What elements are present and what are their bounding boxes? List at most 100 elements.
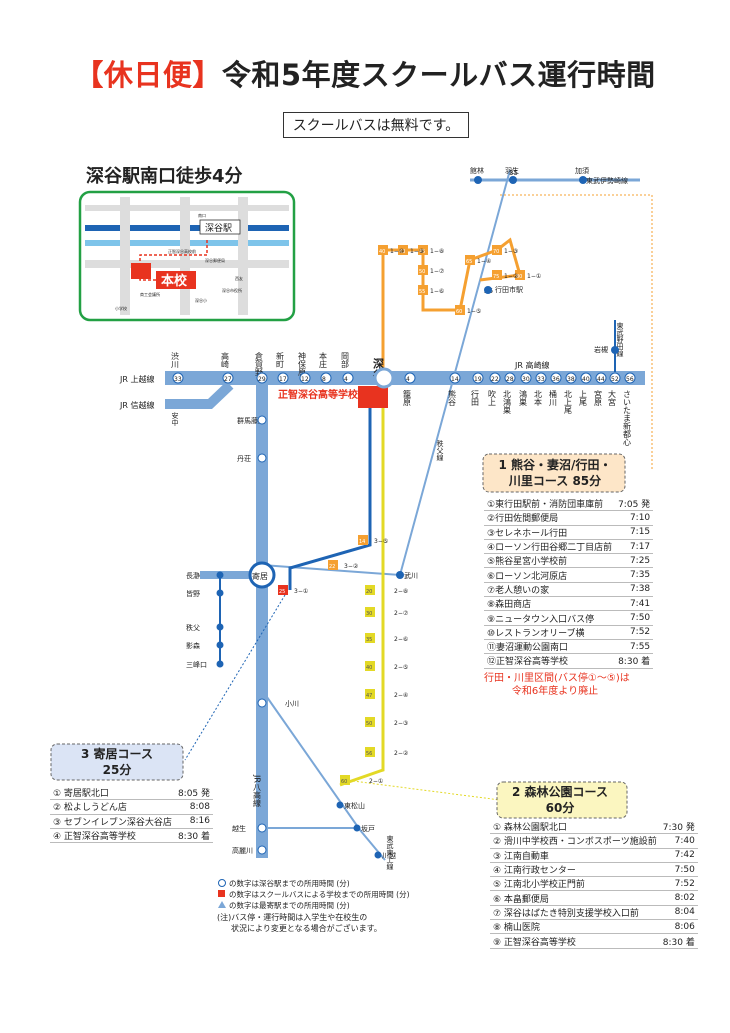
- station-marker: [216, 641, 224, 649]
- course1-stop-label: 1−⑦: [430, 268, 445, 275]
- jr-shinetsu-label: JR 信越線: [119, 400, 154, 410]
- station-label: 大宮: [608, 389, 617, 407]
- station-time: 12: [301, 376, 309, 383]
- course3-title: 3 寄居コース 25分: [81, 747, 153, 777]
- course1-stop-time: 7:52: [615, 625, 654, 640]
- station-label: 川越: [382, 851, 396, 860]
- jr-joetsu-label: JR 上越線: [119, 374, 154, 384]
- station-label: 影森: [186, 641, 200, 650]
- course3-stop-time: 8:16: [174, 814, 214, 829]
- station-marker: [374, 851, 382, 859]
- station-time: 33: [174, 376, 182, 383]
- course1-stop-label: 1−⑥: [430, 288, 444, 295]
- station-label: 渋川: [171, 351, 180, 368]
- course2-stop-time: 50: [366, 721, 372, 727]
- station-label: 越生: [232, 824, 246, 833]
- course2-stop-label: 2−⑧: [394, 588, 408, 595]
- course2-stop-marker: [365, 747, 375, 757]
- inset-school-icon: [131, 263, 151, 279]
- station-label: 長瀞: [186, 571, 200, 580]
- course2-route: [339, 405, 385, 787]
- tobu-tojo-line: [261, 689, 386, 861]
- course2-stop-time: 7:52: [659, 876, 698, 892]
- course2-stop-time: 20: [366, 589, 372, 595]
- station-marker: [579, 176, 587, 184]
- course1-header-box: [482, 453, 626, 493]
- musashi-ogawa-label: 武川: [404, 571, 418, 580]
- course1-stop-time: 7:15: [615, 525, 654, 540]
- station-label: 加須: [575, 166, 589, 175]
- jr-hachiko-label: JR八高線: [253, 774, 262, 807]
- yorii-hub-label: 寄居: [252, 571, 268, 581]
- course3-stop-label: 3−⑤: [374, 538, 388, 545]
- course2-stop-marker: [340, 775, 350, 785]
- station-label: 本庄: [319, 351, 328, 369]
- course1-stop-marker: [418, 285, 428, 295]
- course2-stop-time: 30: [366, 611, 372, 617]
- station-marker: [257, 453, 267, 463]
- station-marker: [256, 372, 268, 384]
- course2-stop-time: 8:02: [659, 890, 698, 906]
- inset-walk-route: [139, 240, 208, 281]
- station-marker: [353, 824, 361, 832]
- legend-circle-icon: [218, 879, 226, 887]
- station-marker: [609, 372, 621, 384]
- station-marker: [222, 372, 234, 384]
- station-marker: [565, 372, 577, 384]
- iwatsuki-marker: [611, 346, 619, 354]
- station-time: 27: [224, 376, 232, 383]
- course2-stop-label: 2−②: [394, 750, 409, 757]
- course3-stop-name: ④ 正智深谷高等学校: [50, 828, 175, 844]
- course2-stop-marker: [365, 633, 375, 643]
- station-label: 倉賀野: [255, 351, 264, 376]
- course2-stop-label: 2−③: [394, 720, 408, 727]
- course1-stop-marker: [418, 245, 428, 255]
- course1-stop-time: 7:25: [615, 553, 654, 569]
- course1-stop-time: 40: [379, 249, 385, 255]
- station-marker: [299, 372, 311, 384]
- course1-stop-label: 1−④: [477, 258, 491, 265]
- station-marker: [257, 698, 267, 708]
- course3-stop-name: ② 松よしうどん店: [50, 799, 175, 815]
- jr-shinetsu-line: [165, 381, 234, 409]
- station-marker: [404, 372, 416, 384]
- course1-stop-time: 7:50: [615, 610, 654, 626]
- course2-stop-name: ④ 江南行政センター: [490, 862, 660, 878]
- course1-stop-marker: [492, 245, 502, 255]
- course2-stop-name: ② 滑川中学校西・コンボスポーツ施設前: [490, 833, 660, 849]
- station-marker: [216, 589, 224, 597]
- course1-stop-label: 1−①: [527, 273, 541, 280]
- course1-stop-marker: [492, 270, 502, 280]
- course-routes: [184, 194, 653, 801]
- station-label: 桶川: [549, 389, 558, 406]
- course2-stop-label: 2−④: [394, 692, 408, 699]
- course1-stop-label: 1−⑧: [430, 248, 444, 255]
- course1-stop-time: 70: [493, 249, 499, 255]
- jr-hachiko-line: [256, 378, 268, 858]
- course3-stop-time: 22: [329, 564, 335, 570]
- course2-stop-time: 56: [366, 751, 372, 757]
- course2-stop-name: ① 森林公園駅北口: [490, 820, 660, 835]
- course3-header-box: [50, 743, 184, 781]
- course1-stop-time: 50: [419, 269, 425, 275]
- tobu-tojo-label: 東武東上線: [386, 834, 394, 870]
- station-time: 17: [279, 376, 287, 383]
- course1-stop-time: 7:10: [615, 510, 654, 526]
- course1-stop-label: 1−⑤: [467, 308, 481, 315]
- footnote-line-1: (注)バス停・運行時間は入学生や在校生の: [217, 913, 368, 922]
- station-label: 小川: [285, 699, 299, 708]
- station-marker: [489, 372, 501, 384]
- course1-stop-name: ④ローソン行田谷郷二丁目店前: [484, 539, 616, 555]
- station-marker: [342, 372, 354, 384]
- course1-title: 1 熊谷・妻沼/行田・ 川里コース 85分: [498, 458, 612, 488]
- course1-stop-time: 55: [419, 289, 425, 295]
